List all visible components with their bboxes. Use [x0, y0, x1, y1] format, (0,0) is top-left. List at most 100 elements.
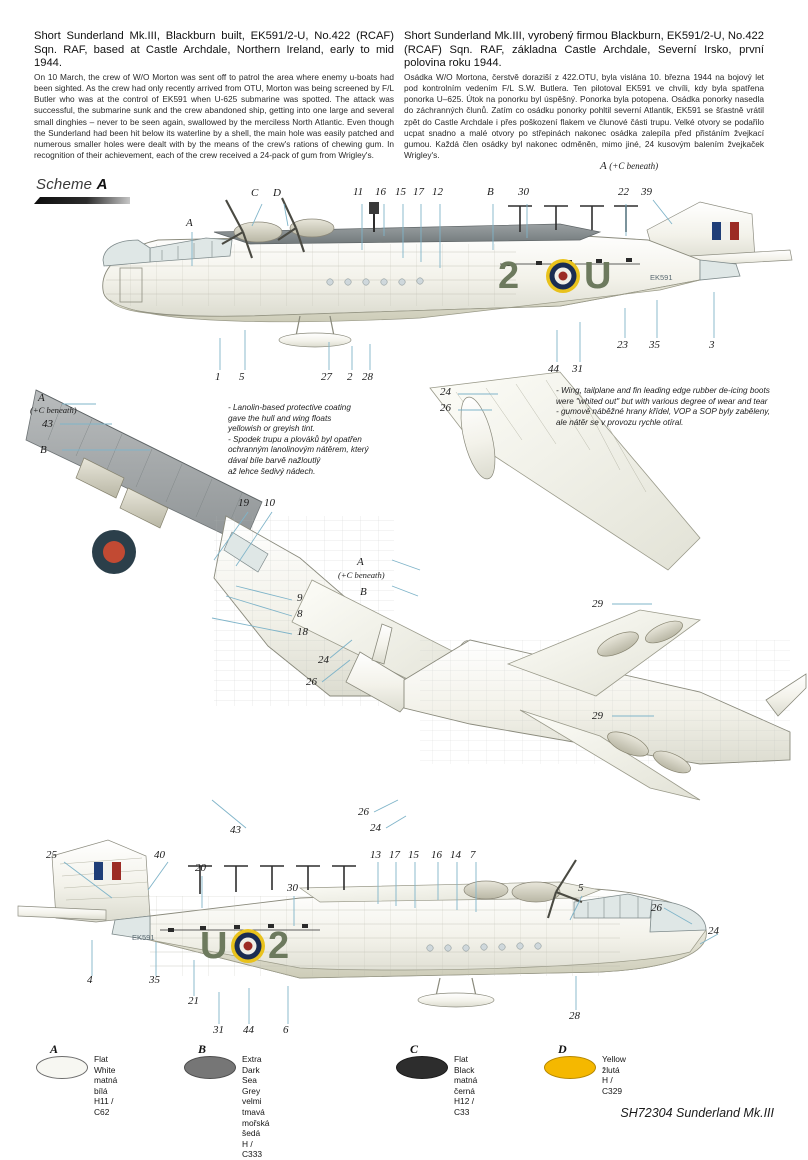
- plan-view-lower: [403, 371, 807, 801]
- callout-20: 20: [195, 862, 206, 874]
- serial-top: EK591: [650, 273, 673, 282]
- legend-text-B: Extra Dark Sea Grey velmi tmavá mořská š…: [242, 1054, 270, 1160]
- propeller-top-view: [221, 197, 305, 259]
- legend-letter-A: A: [50, 1042, 59, 1056]
- callout-13: 13: [370, 849, 381, 861]
- callout-35-bottom: 35: [149, 974, 160, 986]
- callout-24-c: 24: [370, 822, 381, 834]
- callout-43-upper: 43: [42, 418, 53, 430]
- callout-22: 22: [618, 186, 629, 198]
- callout-17-bottom: 17: [389, 849, 400, 861]
- callout-35-top: 35: [649, 339, 660, 351]
- fuselage-code-right-bottom: 2: [268, 925, 289, 967]
- callout-26-c: 26: [358, 806, 369, 818]
- legend-swatch-B: [184, 1056, 236, 1079]
- fuselage-code-left: 2: [498, 255, 519, 297]
- note-deicing-boots: - Wing, tailplane and fin leading edge r…: [556, 386, 771, 427]
- callout-B-top: B: [487, 186, 494, 198]
- callout-43-lower: 43: [230, 824, 241, 836]
- callout-A-top: A: [186, 217, 193, 229]
- legend-text-D: Yellow žlutá H / C329: [602, 1054, 626, 1096]
- legend-text-A: Flat White matná bílá H11 / C62: [94, 1054, 118, 1117]
- kit-code-footer: SH72304 Sunderland Mk.III: [620, 1106, 774, 1120]
- callout-26-a: 26: [440, 402, 451, 414]
- callout-25: 25: [46, 849, 57, 861]
- callout-12: 12: [432, 186, 443, 198]
- header-body-english: On 10 March, the crew of W/O Morton was …: [34, 71, 394, 161]
- serial-bottom: EK591: [132, 933, 155, 942]
- callout-44-bottom: 44: [243, 1024, 254, 1036]
- roundel-bottom-side: [231, 929, 265, 963]
- callout-39: 39: [641, 186, 652, 198]
- legend-swatch-D: [544, 1056, 596, 1079]
- label-beneath-mid-center: (+C beneath): [338, 570, 385, 580]
- callout-2: 2: [347, 371, 353, 383]
- callout-31-bottom: 31: [213, 1024, 224, 1036]
- callout-18: 18: [297, 626, 308, 638]
- callout-21: 21: [188, 995, 199, 1007]
- propeller-bottom-view: [546, 859, 583, 919]
- callout-27: 27: [321, 371, 332, 383]
- legend-letter-C: C: [410, 1042, 419, 1056]
- callout-31-top: 31: [572, 363, 583, 375]
- callout-8: 8: [297, 608, 303, 620]
- callout-24-b: 24: [318, 654, 329, 666]
- label-A-mid-left: A: [38, 392, 45, 404]
- side-profile-top-view: 2 U EK591: [102, 197, 793, 348]
- porthole-row: [326, 277, 424, 286]
- fin-flash-bottom: [94, 862, 121, 880]
- side-profile-bottom-view: U 2 EK591: [17, 839, 707, 1008]
- label-A-mid-center: A: [357, 556, 364, 568]
- callout-29-b: 29: [592, 710, 603, 722]
- roundel-top-side: [546, 259, 580, 293]
- callout-44-top: 44: [548, 363, 559, 375]
- legend-letter-B: B: [198, 1042, 207, 1056]
- callout-26-b: 26: [306, 676, 317, 688]
- color-legend: A Flat White matná bílá H11 / C62 B Extr…: [36, 1042, 626, 1159]
- callout-24-a: 24: [440, 386, 451, 398]
- callout-11: 11: [353, 186, 364, 198]
- note-lanolin-coating: - Lanolin-based protective coating gave …: [228, 403, 369, 476]
- scheme-underline-bar: [34, 197, 130, 204]
- callout-28-bottom: 28: [569, 1010, 580, 1022]
- header-title-czech: Short Sunderland Mk.III, vyrobený firmou…: [404, 30, 764, 70]
- callout-7: 7: [470, 849, 476, 861]
- callout-40: 40: [154, 849, 165, 861]
- callout-6: 6: [283, 1024, 289, 1036]
- callout-5-bottom: 5: [578, 882, 584, 894]
- legend-swatch-C: [396, 1056, 448, 1079]
- callout-16: 16: [375, 186, 386, 198]
- label-B-mid-center: B: [360, 586, 367, 598]
- callout-9: 9: [297, 592, 303, 604]
- callout-1: 1: [215, 371, 221, 383]
- roundel-upper-wing: [92, 530, 136, 574]
- header-text-czech: Short Sunderland Mk.III, vyrobený firmou…: [404, 30, 764, 161]
- scheme-label: Scheme A: [36, 176, 108, 193]
- header-text-english: Short Sunderland Mk.III, Blackburn built…: [34, 30, 394, 161]
- scheme-word: Scheme: [36, 176, 93, 193]
- label-beneath-mid-left: (+C beneath): [30, 405, 77, 415]
- callout-5-top: 5: [239, 371, 245, 383]
- aircraft-artwork: 2 U EK591: [17, 197, 807, 1008]
- callout-15: 15: [395, 186, 406, 198]
- legend-swatch-A: [36, 1056, 88, 1079]
- callout-15-bottom: 15: [408, 849, 419, 861]
- callout-24-d: 24: [708, 925, 719, 937]
- callout-14: 14: [450, 849, 461, 861]
- callout-23: 23: [617, 339, 628, 351]
- callout-28-top: 28: [362, 371, 373, 383]
- callout-29-a: 29: [592, 598, 603, 610]
- fuselage-code-right: U: [584, 255, 611, 297]
- legend-letter-D: D: [558, 1042, 567, 1056]
- fin-flash-top: [712, 222, 739, 240]
- callout-C-top: C: [251, 187, 259, 199]
- callout-26-d: 26: [651, 902, 662, 914]
- callout-10: 10: [264, 497, 275, 509]
- label-A-beneath-top: A (+C beneath): [600, 160, 659, 172]
- callout-4: 4: [87, 974, 93, 986]
- callout-30-bottom: 30: [287, 882, 298, 894]
- callout-19: 19: [238, 497, 249, 509]
- callout-17: 17: [413, 186, 424, 198]
